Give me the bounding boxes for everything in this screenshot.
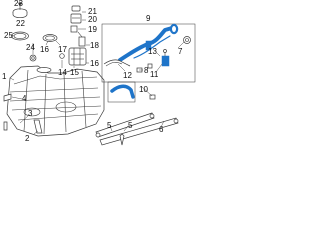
callout-11: 11: [150, 70, 159, 79]
callout-7: 7: [178, 47, 183, 56]
callout-6: 6: [159, 125, 164, 134]
callout-10: 10: [139, 85, 148, 94]
callout-3: 3: [28, 109, 33, 118]
callout-17: 17: [58, 45, 67, 54]
vent-hose-part: [103, 59, 131, 67]
callout-19: 19: [88, 25, 97, 34]
callout-8: 8: [144, 66, 149, 75]
callout-22: 22: [16, 19, 25, 28]
strap-bolt-part: [119, 133, 125, 146]
gasket-part: [42, 34, 58, 42]
callout-16: 16: [40, 45, 49, 54]
mounting-bracket-part: [3, 93, 43, 134]
callout-5b: 5: [107, 121, 112, 130]
callout-23: 23: [14, 0, 23, 8]
callout-16b: 16: [90, 59, 99, 68]
filler-neck-group-box: [101, 23, 196, 83]
callout-15: 15: [70, 68, 79, 77]
lock-ring-part: [11, 31, 29, 41]
callout-13: 13: [148, 47, 157, 56]
callout-14: 14: [58, 68, 67, 77]
fuel-cap-part: [12, 2, 28, 19]
small-seal-part: [29, 53, 65, 62]
fuel-tank-part: [6, 65, 105, 137]
callout-25: 25: [4, 31, 13, 40]
callout-5: 5: [128, 121, 133, 130]
callout-21: 21: [88, 7, 97, 16]
callout-12: 12: [123, 71, 132, 80]
filler-neck-pipe: [118, 23, 179, 62]
leader-lines: [9, 11, 185, 135]
callout-24: 24: [26, 43, 35, 52]
callout-1: 1: [2, 72, 7, 81]
fuel-system-parts-diagram: 23 22 25 24 16 17 21 20 19 18 14 15 16 1…: [0, 0, 200, 147]
callout-20: 20: [88, 15, 97, 24]
filler-cap-part: [183, 36, 191, 44]
fuel-pump-assembly-part: [68, 5, 87, 66]
hose-group-box: [107, 81, 136, 103]
callout-2: 2: [25, 134, 30, 143]
tank-strap-part: [95, 112, 179, 146]
callout-4: 4: [22, 94, 27, 103]
callout-9: 9: [146, 14, 151, 23]
neck-bracket-part: [161, 49, 170, 67]
filler-hose-part: [110, 84, 135, 99]
callout-18: 18: [90, 41, 99, 50]
